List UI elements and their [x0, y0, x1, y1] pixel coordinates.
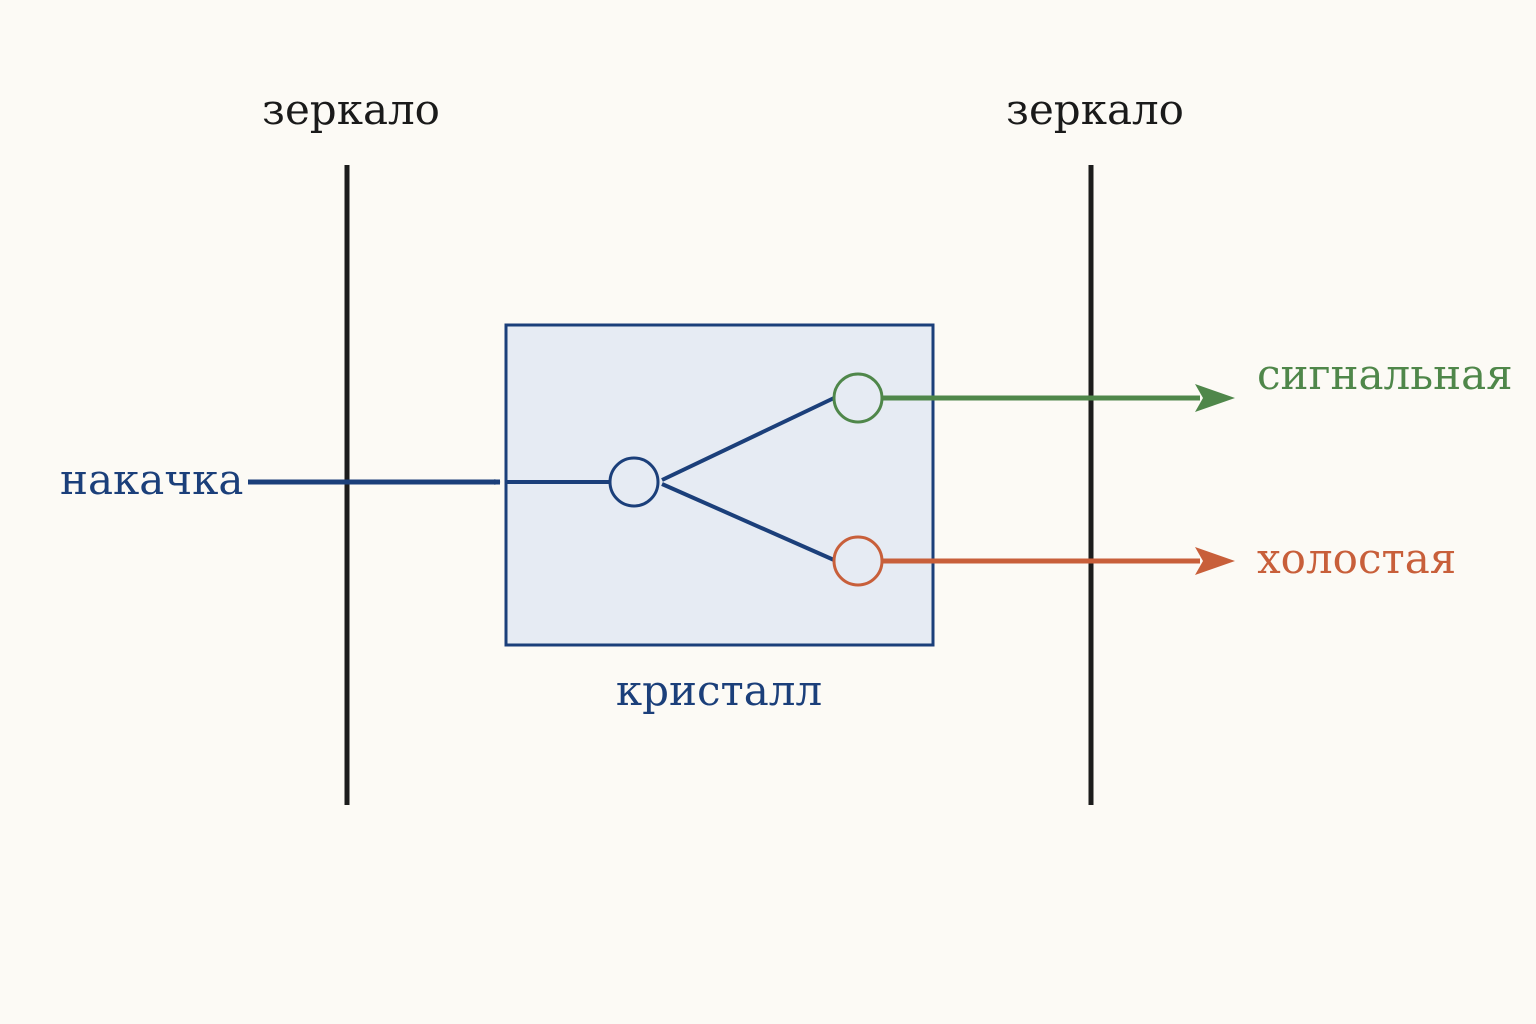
branch-to-signal	[661, 396, 835, 482]
crystal-box	[504, 323, 935, 647]
mirror-left-label: зеркало	[262, 85, 440, 134]
signal-arrowhead	[1195, 384, 1235, 412]
pump-photon-node	[608, 456, 660, 508]
signal-label: сигнальная	[1257, 350, 1513, 399]
idler-label: холостая	[1257, 534, 1456, 583]
idler-arrowhead	[1195, 547, 1235, 575]
crystal-label: кристалл	[616, 666, 822, 715]
branch-to-idler	[661, 482, 835, 562]
mirror-right-label: зеркало	[1006, 85, 1184, 134]
pump-label: накачка	[60, 455, 243, 504]
